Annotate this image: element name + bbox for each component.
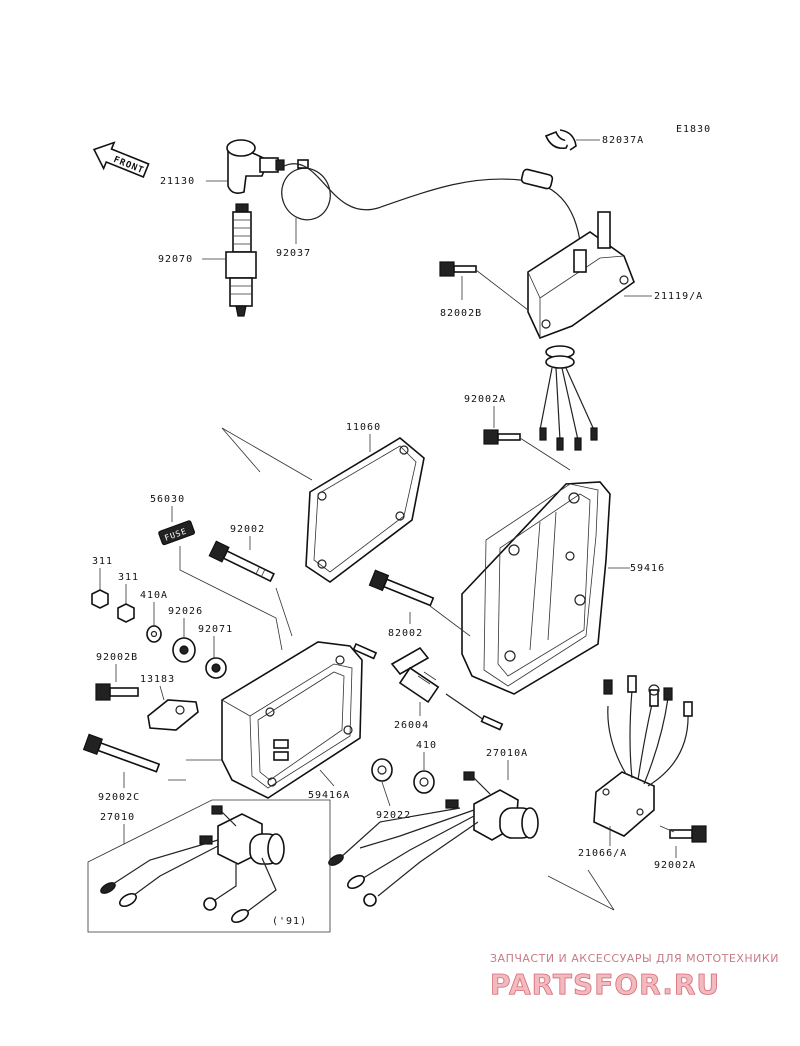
part-label-92002-a: 92002 [230, 524, 265, 535]
part-label-92071: 92071 [198, 624, 233, 635]
part-label-92002C: 92002C [98, 792, 140, 803]
part-label-27010A: 27010A [486, 748, 528, 759]
nut-311-b [117, 603, 135, 623]
part-label-92022: 92022 [376, 810, 411, 821]
bolt-92002-long [208, 540, 275, 583]
spark-plug [225, 203, 257, 317]
part-label-311-a: 311 [92, 556, 113, 567]
bolt-92002A-bottom [669, 825, 707, 843]
nut-311-a [91, 589, 109, 609]
part-label-92037: 92037 [276, 248, 311, 259]
part-label-82002: 82002 [388, 628, 423, 639]
bolt-92002C [82, 733, 161, 773]
part-label-59416: 59416 [630, 563, 665, 574]
front-arrow-icon: FRONT [92, 141, 150, 179]
diagram-id: E1830 [676, 124, 711, 135]
year-inset-box [87, 799, 331, 933]
spark-plug-cap [226, 139, 285, 194]
connector-26004 [352, 642, 504, 731]
bolt-82002 [368, 569, 435, 607]
part-label-27010: 27010 [100, 812, 135, 823]
wire-clip [544, 129, 577, 151]
part-label-92002A-top: 92002A [464, 394, 506, 405]
part-label-410A: 410A [140, 590, 168, 601]
part-label-311-b: 311 [118, 572, 139, 583]
bolt-82002B-top [439, 261, 477, 277]
starter-relay-27010 [100, 805, 285, 924]
gasket [305, 437, 425, 583]
part-label-26004: 26004 [394, 720, 429, 731]
part-label-92070: 92070 [158, 254, 193, 265]
bolt-92002B [95, 683, 139, 701]
part-label-21066A: 21066/A [578, 848, 627, 859]
washer-410A [146, 625, 162, 643]
watermark-logo: PARTSFOR.RU [490, 968, 720, 1001]
part-label-82002B-top: 82002B [440, 308, 482, 319]
bracket-13183 [147, 699, 199, 731]
cover-59416 [461, 481, 611, 695]
part-label-59416A: 59416A [308, 790, 350, 801]
part-label-56030: 56030 [150, 494, 185, 505]
part-label-21130: 21130 [160, 176, 195, 187]
regulator-21066A [593, 675, 693, 837]
part-label-410: 410 [416, 740, 437, 751]
ignition-coil [527, 211, 635, 451]
washer-410 [413, 770, 435, 794]
clamp-ring [281, 167, 331, 221]
starter-relay-27010A [328, 771, 539, 907]
case-59416A [221, 641, 363, 799]
part-label-11060: 11060 [346, 422, 381, 433]
part-label-21119A: 21119/A [654, 291, 703, 302]
part-label-92002A-bottom: 92002A [654, 860, 696, 871]
part-label-13183: 13183 [140, 674, 175, 685]
fuse-tag: FUSE [158, 520, 196, 546]
part-label-92002B: 92002B [96, 652, 138, 663]
year-note: ('91) [272, 916, 307, 927]
ht-lead [283, 163, 583, 263]
part-label-92026: 92026 [168, 606, 203, 617]
part-label-82037A: 82037A [602, 135, 644, 146]
washer-92022 [371, 758, 393, 782]
bolt-92002A-top [483, 429, 521, 445]
watermark-tagline: ЗАПЧАСТИ И АКСЕССУАРЫ ДЛЯ МОТОТЕХНИКИ [490, 952, 779, 965]
